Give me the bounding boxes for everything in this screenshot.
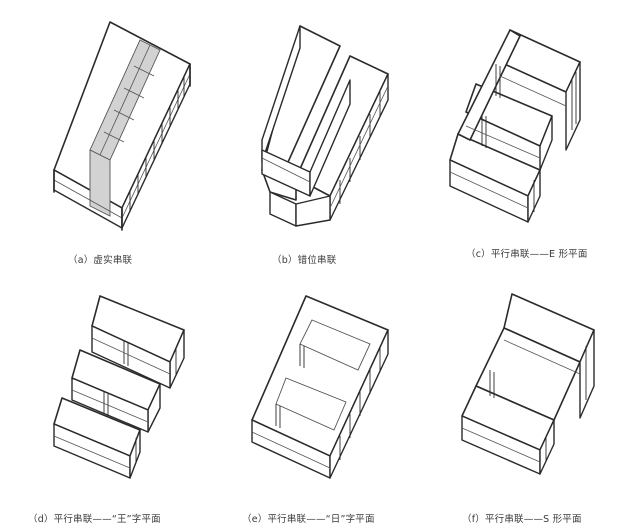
- diagram-d-massing: [53, 295, 185, 479]
- caption-e: （e）平行串联——“日”字平面: [242, 514, 375, 525]
- caption-c: （c）平行串联——E 形平面: [466, 249, 588, 260]
- caption-d: （d）平行串联——“王”字平面: [28, 514, 161, 525]
- diagram-f-massing: [461, 293, 595, 475]
- diagram-a-massing: [53, 21, 191, 231]
- caption-f: （f）平行串联——S 形平面: [462, 514, 582, 525]
- diagram-c-massing: [449, 29, 581, 223]
- caption-a: （a）虚实串联: [68, 255, 133, 266]
- diagram-e-massing: [251, 295, 389, 479]
- caption-b: （b）错位串联: [272, 255, 337, 266]
- diagram-b-massing: [261, 25, 389, 227]
